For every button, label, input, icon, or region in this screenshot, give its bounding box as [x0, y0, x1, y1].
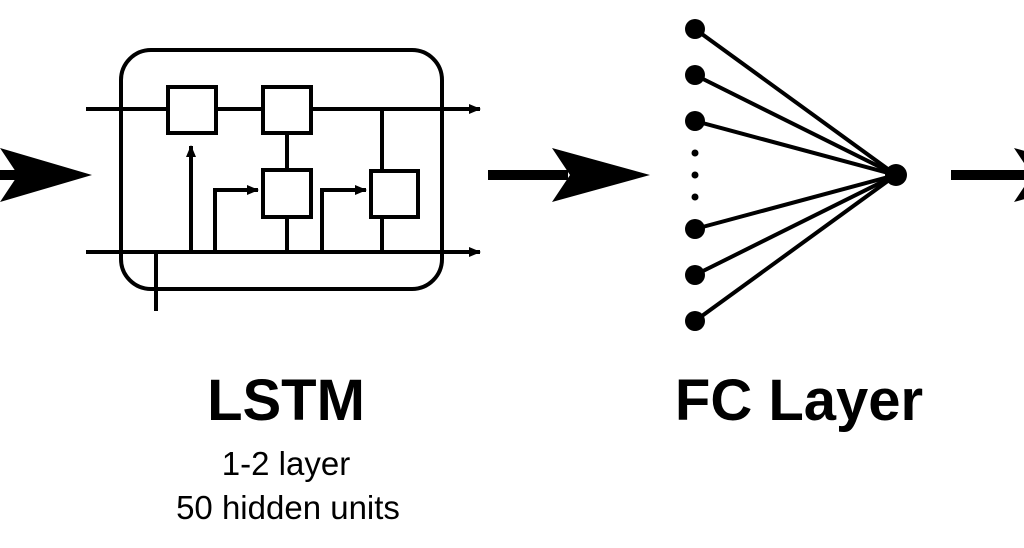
- fc-input-node: [685, 219, 705, 239]
- fc-title: FC Layer: [674, 368, 924, 433]
- candidate-input-line: [213, 185, 259, 252]
- input-arrow-icon: [0, 148, 92, 202]
- candidate-gate-box: [261, 168, 313, 219]
- fc-ellipsis-dot: [691, 171, 699, 179]
- fc-input-node: [685, 311, 705, 331]
- fully-connected-fan-in-icon: [685, 19, 907, 331]
- lstm-layer-count: 1-2 layer: [221, 445, 351, 482]
- output-input-line: [320, 185, 367, 252]
- forget-gate-box: [166, 85, 218, 135]
- fc-input-node: [685, 65, 705, 85]
- fc-input-node: [685, 111, 705, 131]
- lstm-hidden-units: 50 hidden units: [176, 489, 400, 526]
- lstm-cell-frame: [119, 48, 444, 291]
- lstm-title: LSTM: [207, 368, 365, 433]
- lstm-cell-icon: [86, 48, 481, 311]
- input-gate-box: [261, 85, 313, 135]
- output-arrow-icon: [951, 148, 1024, 202]
- fc-input-node: [685, 265, 705, 285]
- fc-ellipsis-dot: [691, 149, 699, 157]
- output-gate-box: [369, 169, 420, 219]
- fc-output-node: [885, 164, 907, 186]
- middle-arrow-icon: [488, 148, 650, 202]
- fc-input-node: [685, 19, 705, 39]
- fc-ellipsis-dot: [691, 193, 699, 201]
